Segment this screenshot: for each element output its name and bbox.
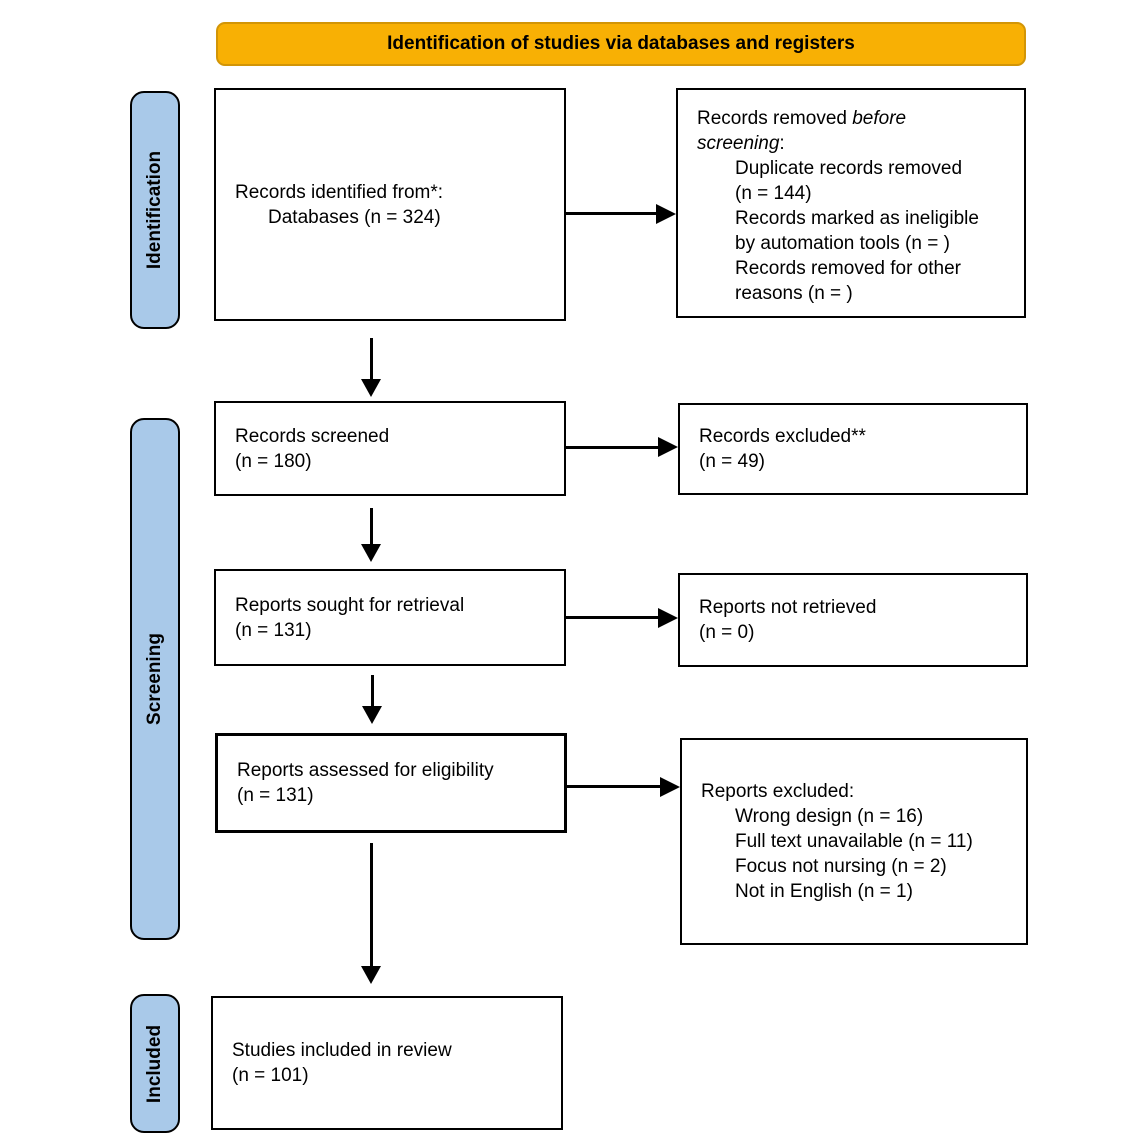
box-line: Records identified from*: bbox=[235, 181, 444, 203]
box-records-identified: Records identified from*: Databases (n =… bbox=[214, 88, 566, 321]
arrow-identified-to-removed bbox=[566, 212, 658, 215]
box-line: Studies included in review bbox=[232, 1040, 452, 1061]
box-reports-excluded: Reports excluded: Wrong design (n = 16) … bbox=[680, 738, 1028, 945]
arrow-identified-to-screened bbox=[370, 338, 373, 382]
box-studies-included: Studies included in review (n = 101) bbox=[211, 996, 563, 1130]
box-line: Focus not nursing (n = 2) bbox=[735, 856, 947, 877]
arrow-assessed-to-reportsexcluded bbox=[567, 785, 662, 788]
box-line: Duplicate records removed bbox=[735, 158, 963, 179]
stage-included-text: Included bbox=[144, 1024, 165, 1103]
arrow-screened-to-sought bbox=[370, 508, 373, 546]
box-line: Not in English (n = 1) bbox=[735, 881, 913, 902]
stage-screening-text: Screening bbox=[144, 633, 165, 725]
box-line: Reports excluded: bbox=[701, 781, 855, 802]
box-line: Records marked as ineligible bbox=[735, 208, 979, 229]
arrow-screened-to-excluded bbox=[566, 446, 660, 449]
arrow-head-icon bbox=[660, 777, 680, 797]
box-line: by automation tools (n = ) bbox=[735, 233, 950, 254]
arrow-head-icon bbox=[361, 379, 381, 397]
stage-label-identification: Identification bbox=[130, 91, 180, 329]
box-records-excluded: Records excluded** (n = 49) bbox=[678, 403, 1028, 495]
box-line: Records excluded** bbox=[699, 426, 866, 447]
box-line: Records removed before screening: bbox=[697, 108, 907, 154]
box-line: (n = 101) bbox=[232, 1065, 309, 1086]
stage-label-included: Included bbox=[130, 994, 180, 1133]
stage-label-screening: Screening bbox=[130, 418, 180, 940]
arrow-head-icon bbox=[658, 608, 678, 628]
box-line: reasons (n = ) bbox=[735, 283, 853, 304]
arrow-head-icon bbox=[658, 437, 678, 457]
box-line: Records screened bbox=[235, 425, 390, 447]
stage-identification-text: Identification bbox=[144, 150, 166, 270]
banner-title-label: Identification of studies via databases … bbox=[387, 33, 855, 54]
arrow-sought-to-notretrieved bbox=[566, 616, 660, 619]
box-records-screened: Records screened (n = 180) bbox=[214, 401, 566, 496]
box-line: (n = 49) bbox=[699, 451, 766, 472]
arrow-assessed-to-included bbox=[370, 843, 373, 968]
box-line: Databases (n = 324) bbox=[268, 206, 441, 228]
box-line: Reports sought for retrieval bbox=[235, 594, 465, 616]
box-reports-assessed: Reports assessed for eligibility (n = 13… bbox=[215, 733, 567, 833]
arrow-head-icon bbox=[362, 706, 382, 724]
banner-title: Identification of studies via databases … bbox=[216, 22, 1026, 66]
box-line: (n = 144) bbox=[735, 183, 812, 204]
box-records-removed: Records removed before screening: Duplic… bbox=[676, 88, 1026, 318]
arrow-head-icon bbox=[361, 966, 381, 984]
box-line: (n = 131) bbox=[235, 619, 312, 641]
box-line: Wrong design (n = 16) bbox=[735, 806, 924, 827]
box-line: (n = 180) bbox=[235, 450, 312, 472]
box-reports-not-retrieved: Reports not retrieved (n = 0) bbox=[678, 573, 1028, 667]
arrow-sought-to-assessed bbox=[371, 675, 374, 708]
box-line: (n = 131) bbox=[237, 785, 314, 806]
arrow-head-icon bbox=[656, 204, 676, 224]
box-line: (n = 0) bbox=[699, 622, 755, 643]
box-line: Records removed for other bbox=[735, 258, 961, 279]
box-line: Reports not retrieved bbox=[699, 597, 877, 618]
box-line: Full text unavailable (n = 11) bbox=[735, 831, 973, 852]
arrow-head-icon bbox=[361, 544, 381, 562]
box-reports-sought: Reports sought for retrieval (n = 131) bbox=[214, 569, 566, 666]
box-line: Reports assessed for eligibility bbox=[237, 760, 494, 781]
